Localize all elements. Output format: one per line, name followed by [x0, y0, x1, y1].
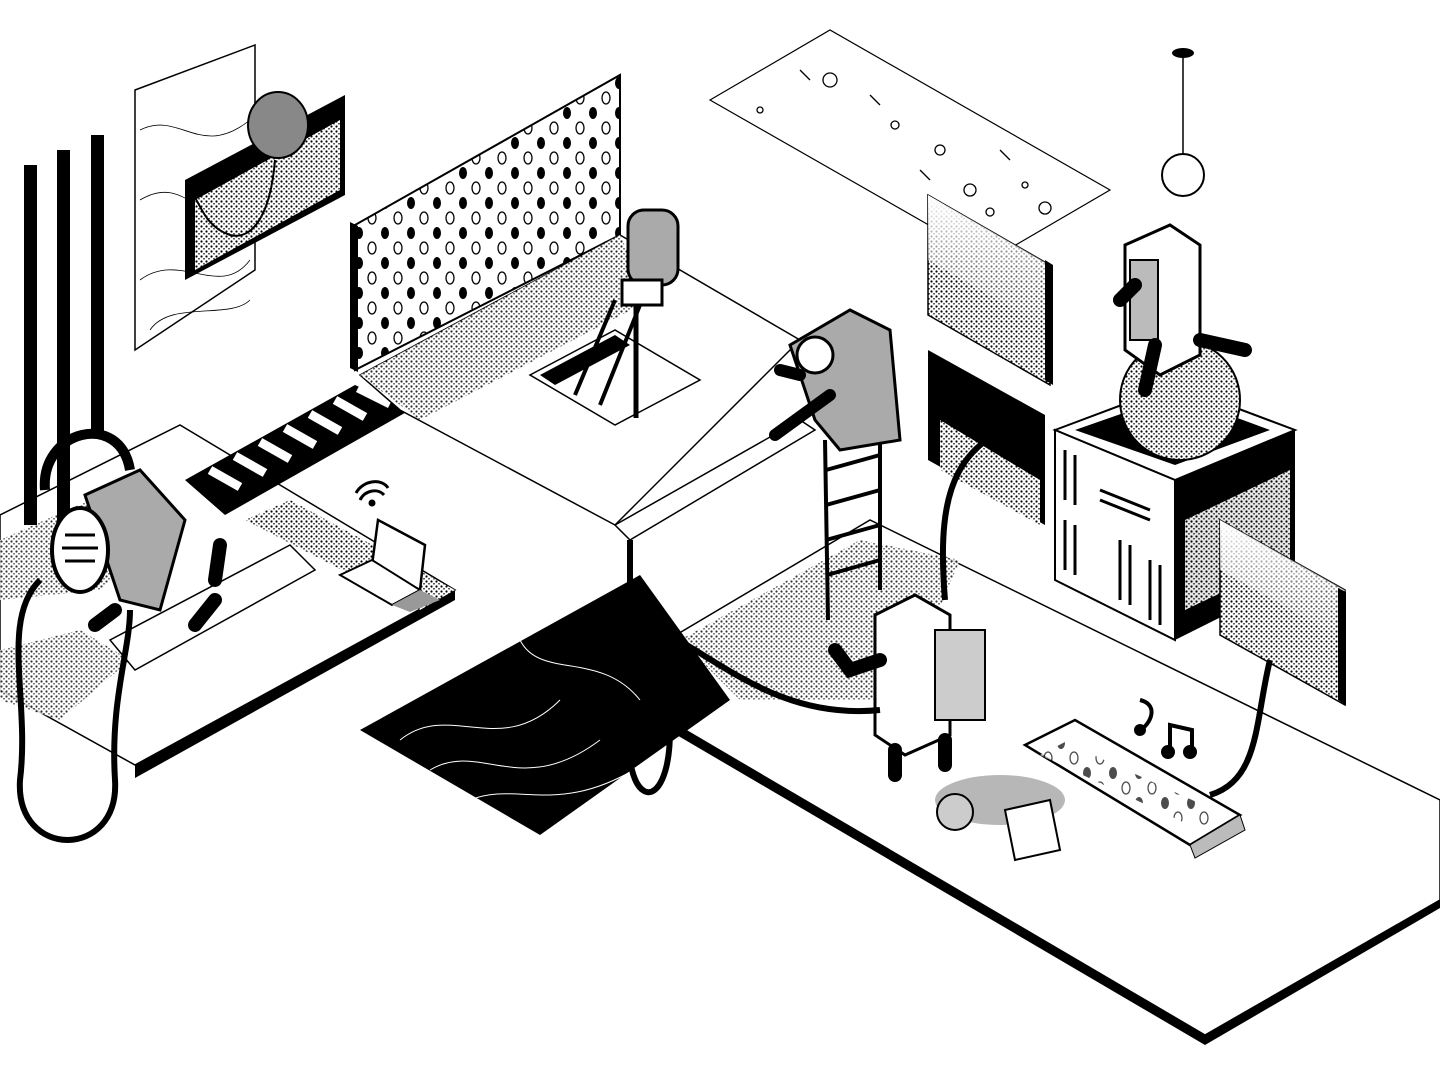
- stair-bridge: [185, 383, 410, 515]
- vinyl-record-icon: [936, 793, 974, 831]
- wifi-icon: [354, 480, 390, 507]
- ceiling-panel: [708, 29, 1112, 261]
- headphones-icon: [50, 506, 110, 594]
- keyboard-icon: [1022, 718, 1246, 859]
- bridge-shelf: [613, 419, 817, 795]
- vertical-poles: [24, 135, 104, 530]
- speaker-icon: [769, 308, 902, 452]
- pendant-lamp-icon: [1161, 48, 1205, 197]
- sitting-character: [1113, 223, 1252, 397]
- headphones-character: [15, 428, 227, 843]
- topographic-pit: [360, 575, 730, 835]
- ladder-icon: [823, 420, 882, 621]
- right-side-panel: [1209, 518, 1346, 798]
- topographic-wall-panel: [134, 43, 345, 352]
- music-note-icon: [1134, 698, 1197, 759]
- laptop-icon: [337, 480, 440, 612]
- pop-filter-microphone-icon: [247, 91, 309, 159]
- microphone-icon: [573, 208, 680, 418]
- right-wall-panels: [927, 193, 1053, 601]
- walking-character: [658, 593, 1065, 862]
